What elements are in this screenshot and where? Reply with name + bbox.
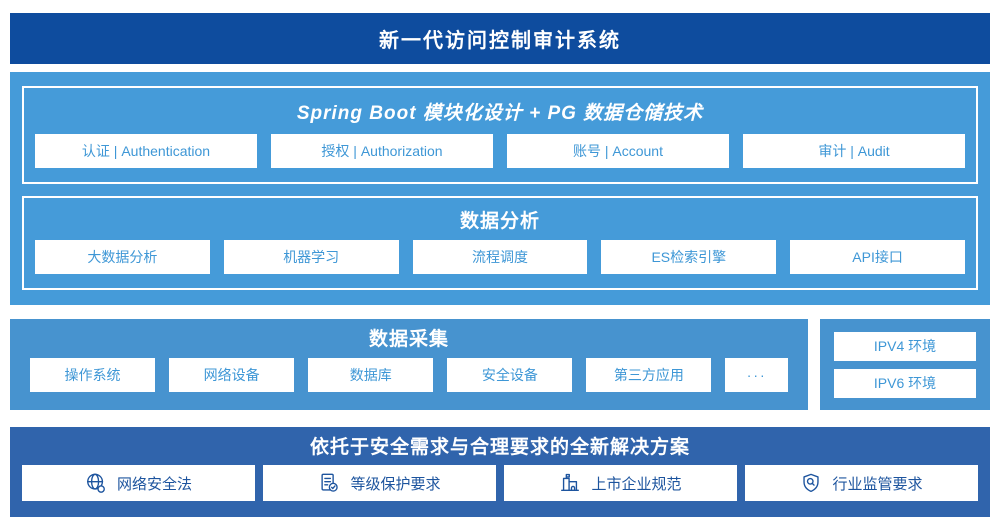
source-box-third-party: 第三方应用: [586, 358, 712, 392]
system-title: 新一代访问控制审计系统: [379, 30, 621, 52]
ipv6-box: IPV6 环境: [834, 368, 976, 398]
spring-boot-section: Spring Boot 模块化设计 + PG 数据仓储技术 认证 | Authe…: [22, 86, 978, 184]
solution-boxes: 网络安全法 等级保护要求: [22, 465, 978, 501]
source-box-security-device: 安全设备: [447, 358, 573, 392]
module-box-authorization: 授权 | Authorization: [271, 134, 493, 168]
solution-label: 上市企业规范: [591, 475, 682, 493]
solution-title: 依托于安全需求与合理要求的全新解决方案: [309, 437, 690, 458]
module-box-es-search: ES检索引擎: [601, 240, 777, 274]
solution-label: 等级保护要求: [350, 475, 441, 493]
source-box-network-device: 网络设备: [169, 358, 295, 392]
globe-icon: [85, 472, 107, 494]
solution-box-industry-regulation: 行业监管要求: [745, 465, 978, 501]
architecture-diagram: 新一代访问控制审计系统 Spring Boot 模块化设计 + PG 数据仓储技…: [10, 13, 990, 517]
solution-box-listed-company: 上市企业规范: [504, 465, 737, 501]
module-box-machine-learning: 机器学习: [223, 240, 399, 274]
source-box-database: 数据库: [308, 358, 434, 392]
module-box-api: API接口: [790, 240, 965, 274]
collection-band: 数据采集 操作系统 网络设备 数据库 安全设备 第三方应用 ··· IPV4 环…: [10, 319, 990, 410]
source-box-more: ···: [725, 358, 789, 392]
network-environment-panel: IPV4 环境 IPV6 环境: [820, 319, 990, 410]
document-check-icon: [318, 472, 340, 494]
solution-box-cybersecurity-law: 网络安全法: [22, 465, 255, 501]
data-collection-title: 数据采集: [368, 329, 449, 350]
module-box-authentication: 认证 | Authentication: [35, 134, 257, 168]
solution-label: 网络安全法: [116, 475, 192, 493]
data-analysis-title: 数据分析: [459, 211, 540, 232]
platform-container: Spring Boot 模块化设计 + PG 数据仓储技术 认证 | Authe…: [10, 72, 990, 305]
ipv4-box: IPV4 环境: [834, 331, 976, 361]
module-box-bigdata: 大数据分析: [35, 240, 210, 274]
source-box-os: 操作系统: [30, 358, 156, 392]
module-box-account: 账号 | Account: [507, 134, 729, 168]
data-analysis-modules: 大数据分析 机器学习 流程调度 ES检索引擎 API接口: [35, 240, 965, 274]
data-collection-sources: 操作系统 网络设备 数据库 安全设备 第三方应用 ···: [30, 358, 789, 392]
spring-boot-title: Spring Boot 模块化设计 + PG 数据仓储技术: [296, 103, 704, 124]
building-icon: [559, 472, 581, 494]
system-title-banner: 新一代访问控制审计系统: [10, 13, 990, 64]
data-collection-section: 数据采集 操作系统 网络设备 数据库 安全设备 第三方应用 ···: [10, 319, 808, 410]
spring-boot-modules: 认证 | Authentication 授权 | Authorization 账…: [35, 134, 965, 168]
shield-search-icon: [800, 472, 822, 494]
module-box-workflow: 流程调度: [412, 240, 588, 274]
solution-label: 行业监管要求: [832, 475, 923, 493]
solution-section: 依托于安全需求与合理要求的全新解决方案 网络安全法: [10, 427, 990, 517]
data-analysis-section: 数据分析 大数据分析 机器学习 流程调度 ES检索引擎 API接口: [22, 196, 978, 290]
module-box-audit: 审计 | Audit: [743, 134, 965, 168]
solution-box-grade-protection: 等级保护要求: [263, 465, 496, 501]
